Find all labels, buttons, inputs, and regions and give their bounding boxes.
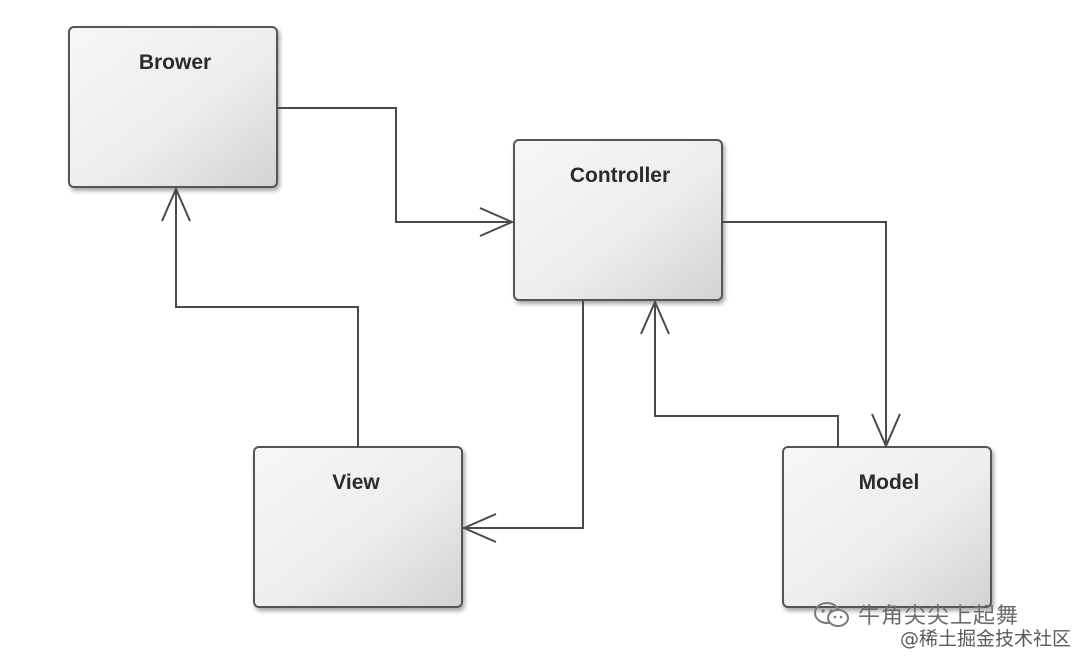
- arrowhead-model-from-controller: [871, 413, 901, 449]
- arrowhead-controller-from-model: [640, 299, 670, 335]
- edge-brower-to-controller: [277, 107, 510, 223]
- node-brower: Brower: [68, 26, 278, 188]
- node-view-label: View: [332, 471, 380, 494]
- node-view: View: [253, 446, 463, 608]
- node-model-label: Model: [859, 471, 920, 494]
- edge-controller-to-view: [466, 300, 584, 529]
- node-model: Model: [782, 446, 992, 608]
- edge-model-to-controller: [654, 304, 839, 447]
- watermark-source: @稀土掘金技术社区: [900, 628, 1072, 650]
- node-controller-label: Controller: [570, 164, 670, 187]
- arrowhead-controller-from-brower: [479, 207, 515, 237]
- node-brower-label: Brower: [139, 51, 211, 74]
- arrowhead-brower-from-view: [161, 186, 191, 222]
- watermark-author: 牛角尖尖上起舞: [858, 604, 1020, 629]
- wechat-icon: [814, 602, 849, 627]
- arrowhead-view-from-controller: [461, 513, 497, 543]
- edge-view-to-brower: [175, 191, 359, 447]
- node-controller: Controller: [513, 139, 723, 301]
- edge-controller-to-model: [722, 221, 887, 443]
